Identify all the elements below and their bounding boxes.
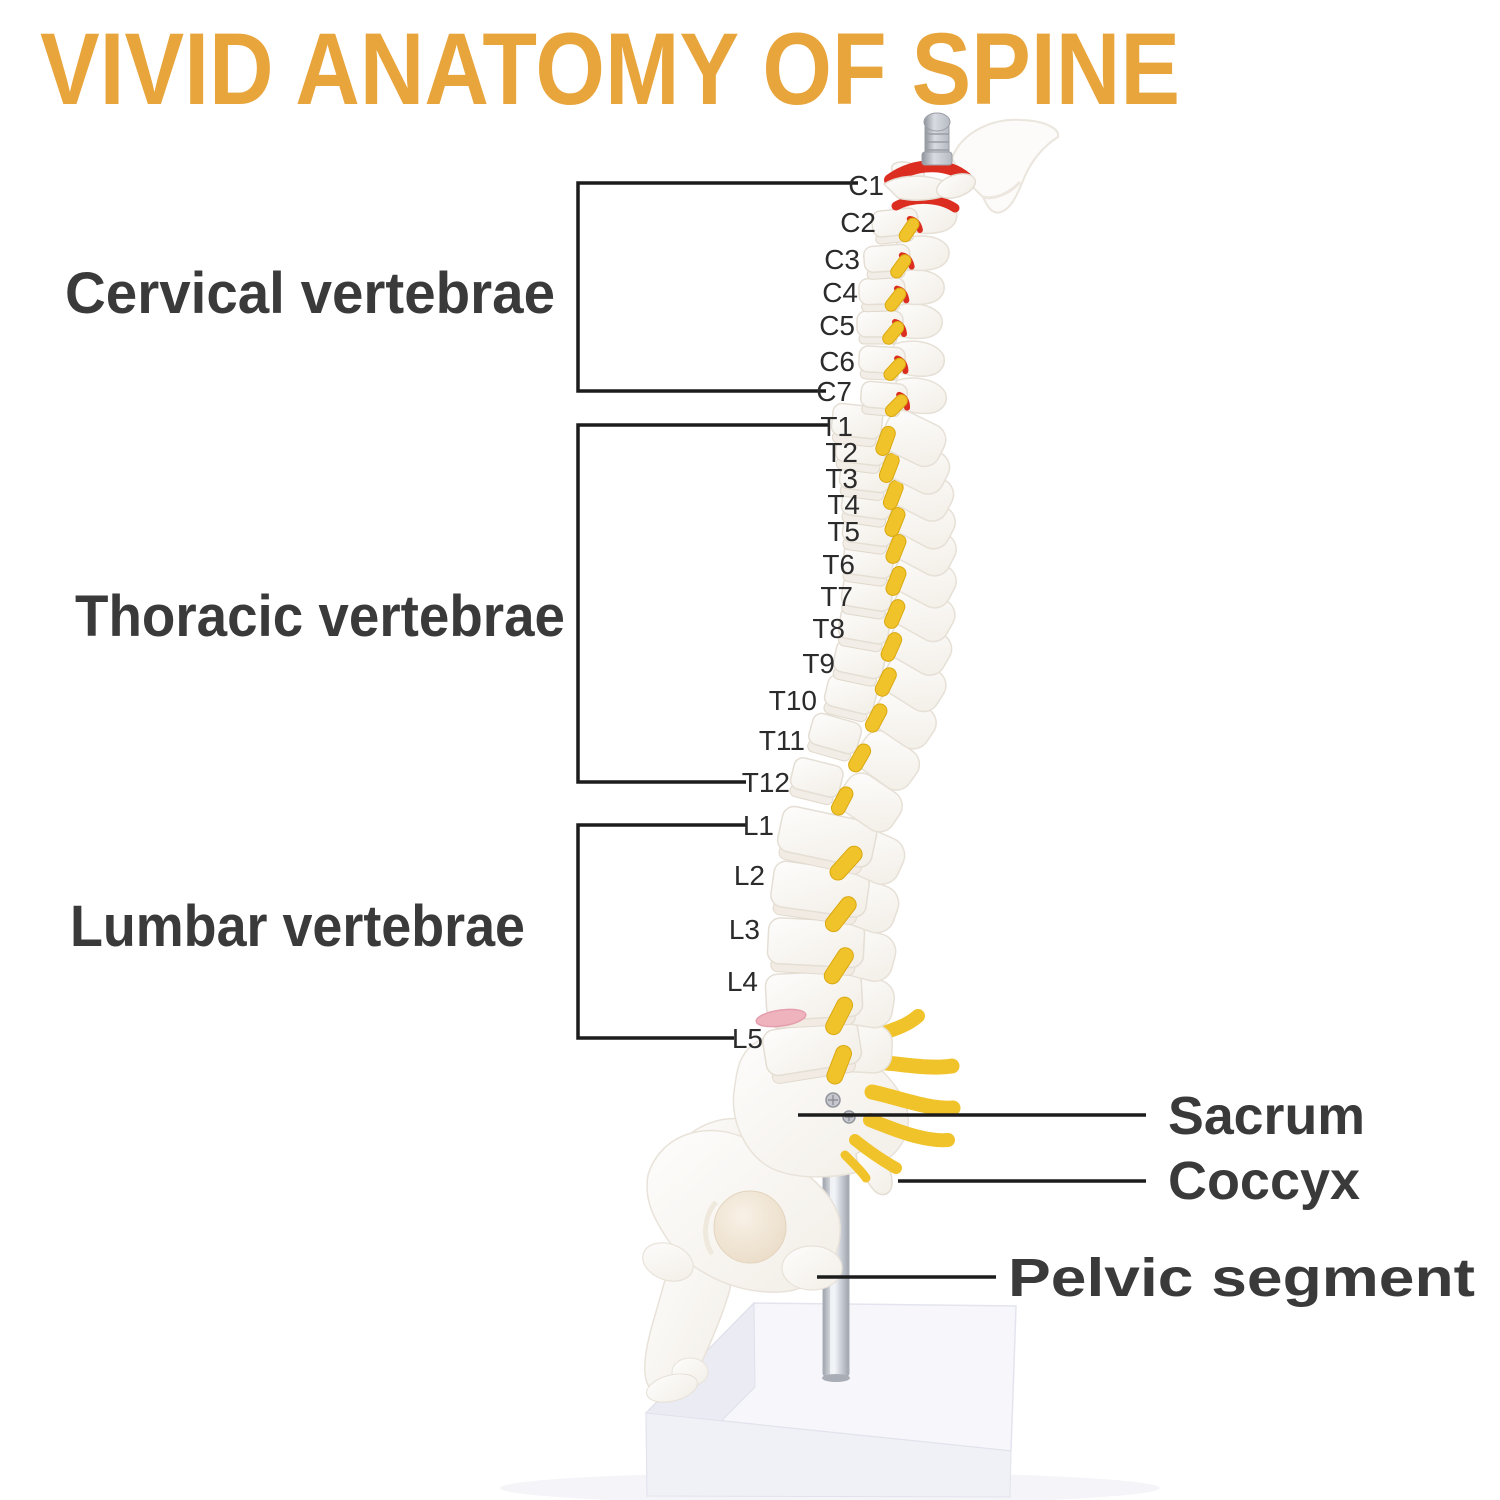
vertebra-label-t4: T4 bbox=[827, 489, 860, 520]
callout-coccyx: Coccyx bbox=[1168, 1151, 1360, 1211]
vertebra-label-t3: T3 bbox=[825, 463, 858, 494]
vertebra-label-t8: T8 bbox=[812, 613, 845, 644]
thoracic-column bbox=[781, 397, 966, 843]
herniated-disc bbox=[755, 1008, 807, 1028]
vertebra-label-l5: L5 bbox=[732, 1023, 763, 1054]
callout-sacrum: Sacrum bbox=[1168, 1086, 1365, 1146]
annotation-lines bbox=[576, 181, 1146, 1279]
vertebra-label-t7: T7 bbox=[820, 581, 853, 612]
vertebra-label-t6: T6 bbox=[822, 549, 855, 580]
lumbar-column bbox=[755, 803, 915, 1098]
vertebra-label-t5: T5 bbox=[827, 516, 860, 547]
vertebra-label-c4: C4 bbox=[822, 277, 858, 308]
bracket-thoracic bbox=[576, 423, 830, 784]
vertebra-label-c2: C2 bbox=[840, 207, 876, 238]
atlas-axis-complex bbox=[882, 160, 977, 213]
vertebra-label-c6: C6 bbox=[819, 346, 855, 377]
label-thoracic-vertebrae: Thoracic vertebrae bbox=[75, 584, 565, 649]
vertebra-label-t12: T12 bbox=[742, 767, 790, 798]
vertebra-label-c7: C7 bbox=[816, 376, 852, 407]
occipital-bone bbox=[950, 118, 1060, 214]
page-title: VIVID ANATOMY OF SPINE bbox=[40, 12, 1180, 126]
bracket-lumbar bbox=[576, 823, 746, 1040]
vertebra-label-t10: T10 bbox=[769, 685, 817, 716]
vertebra-label-t1: T1 bbox=[820, 411, 853, 442]
label-lumbar-vertebrae: Lumbar vertebrae bbox=[70, 894, 525, 959]
bracket-cervical bbox=[576, 181, 858, 393]
vertebra-label-l2: L2 bbox=[734, 860, 765, 891]
vertebra-label-t2: T2 bbox=[825, 437, 858, 468]
vertebra-label-t11: T11 bbox=[759, 725, 805, 756]
vertebra-label-c1: C1 bbox=[848, 170, 884, 201]
label-cervical-vertebrae: Cervical vertebrae bbox=[65, 261, 555, 326]
mounting-screw bbox=[921, 112, 953, 166]
vertebra-label-c3: C3 bbox=[824, 244, 860, 275]
vertebra-label-l3: L3 bbox=[729, 914, 760, 945]
vertebra-label-l1: L1 bbox=[743, 810, 774, 841]
vertebra-label-c5: C5 bbox=[819, 310, 855, 341]
callout-pelvic-segment: Pelvic segment bbox=[1008, 1248, 1475, 1308]
vertebra-label-l4: L4 bbox=[727, 966, 758, 997]
vertebra-label-t9: T9 bbox=[802, 648, 835, 679]
